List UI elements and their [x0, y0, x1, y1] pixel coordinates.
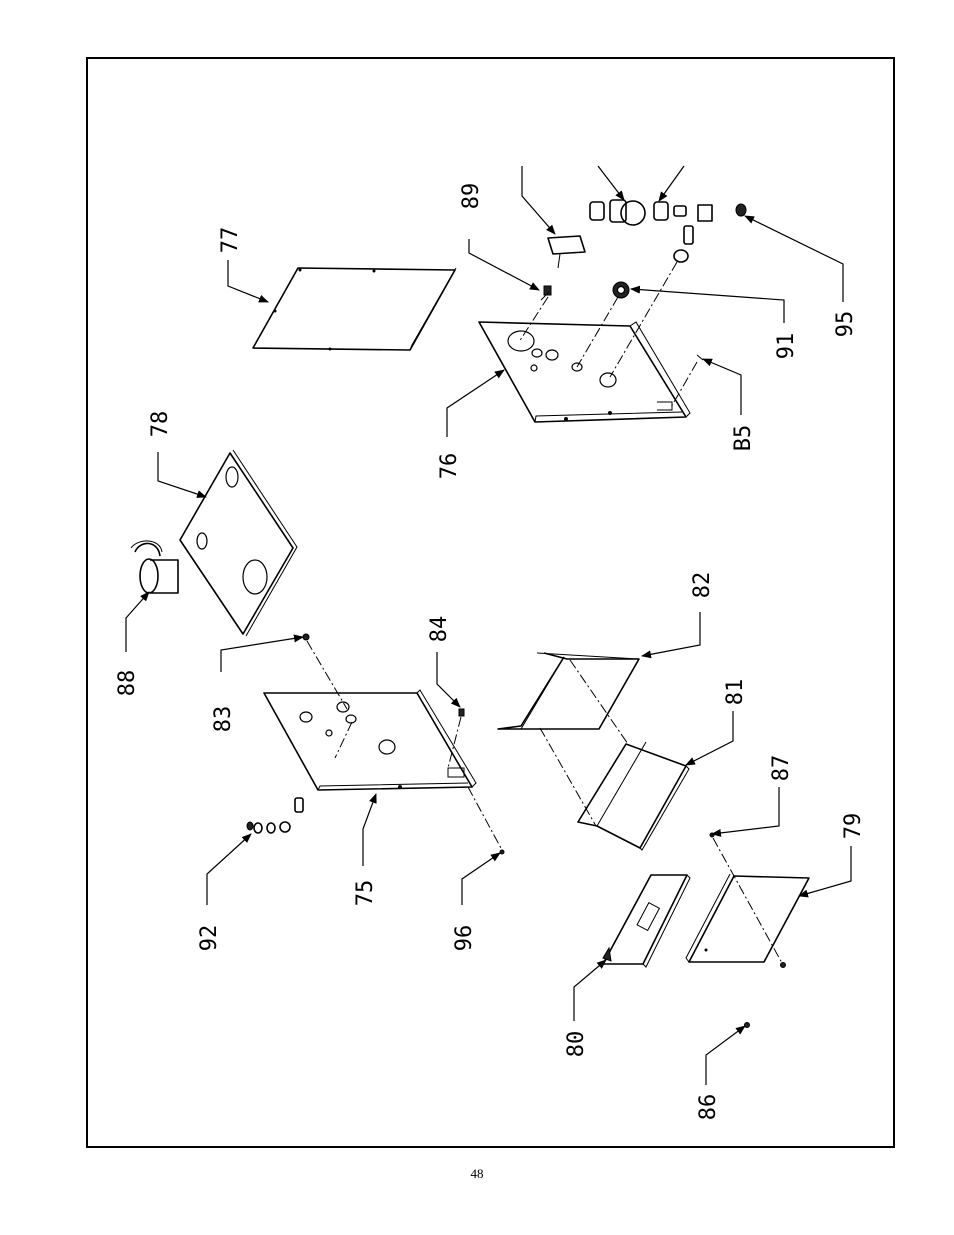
callout-87: 87: [769, 755, 794, 782]
callout-80: 80: [564, 1031, 589, 1058]
part-83-screw: [303, 634, 309, 640]
leader-lines: [126, 166, 851, 1085]
callout-91: 91: [774, 333, 799, 360]
callout-84: 84: [427, 616, 452, 643]
callout-88: 88: [115, 670, 140, 697]
control-box: [548, 236, 585, 268]
callout-75: 75: [353, 880, 378, 907]
callout-95: 95: [833, 311, 858, 338]
callout-81: 81: [723, 679, 748, 706]
part-80-panel: [603, 875, 690, 967]
part-78-plate: [180, 450, 297, 636]
part-81-shield: [578, 742, 689, 850]
part-92-fittings: [247, 798, 303, 833]
callout-labels: 77 78 88 83 84 75 92 96 76 89 95 91 B5 8…: [115, 183, 866, 1121]
part-96-screw: [500, 850, 504, 854]
part-75-plate: [264, 690, 476, 790]
callout-77: 77: [218, 227, 243, 254]
assembly-lines: [307, 262, 782, 963]
callout-92: 92: [197, 925, 222, 952]
part-76-plate: [479, 322, 690, 422]
callout-86: 86: [696, 1094, 721, 1121]
part-79-panel: [686, 874, 809, 962]
page-number: 48: [0, 1166, 954, 1182]
callout-76: 76: [437, 453, 462, 480]
part-82-bracket: [498, 653, 639, 729]
valve-cluster: [590, 200, 746, 262]
callout-78: 78: [148, 411, 173, 438]
part-91-fitting: [613, 282, 629, 298]
part-85-screw: [697, 355, 703, 360]
callout-96: 96: [452, 925, 477, 952]
part-79-screw: [781, 963, 786, 968]
callout-83: 83: [211, 706, 236, 733]
part-84-screw: [459, 709, 464, 716]
callout-79: 79: [841, 813, 866, 840]
callout-82: 82: [690, 572, 715, 599]
part-89-knob: [541, 286, 551, 300]
part-88-collar: [131, 541, 178, 593]
callout-b5: B5: [731, 425, 756, 452]
part-77-panel: [253, 268, 456, 351]
part-86-screw: [745, 1023, 750, 1028]
callout-89: 89: [459, 183, 484, 210]
